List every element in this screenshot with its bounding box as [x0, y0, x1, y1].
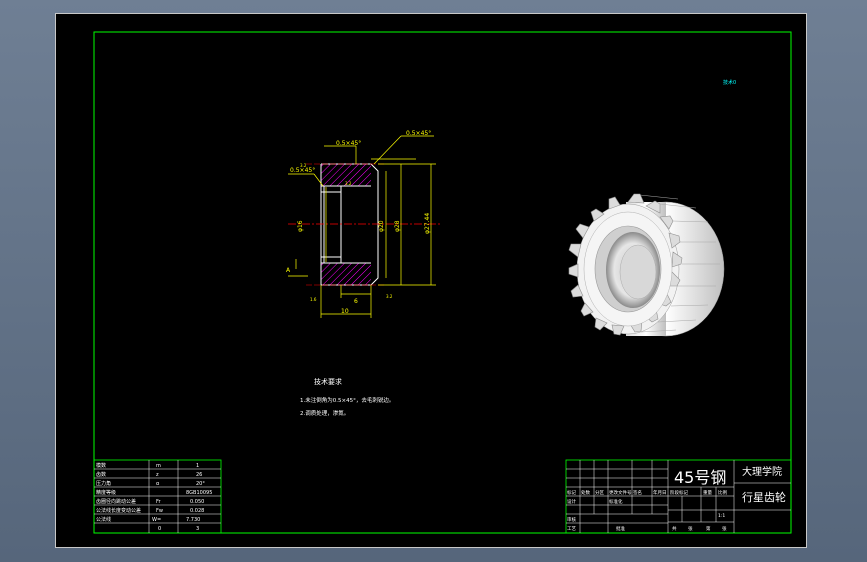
dim-chamfer-right: 0.5×45°: [406, 130, 431, 137]
rough-4: 3.2: [386, 294, 393, 299]
rough-3: 1.6: [310, 297, 317, 302]
param-r1-c1: z: [156, 472, 159, 478]
tb-sign: 签名: [633, 489, 642, 496]
param-r3-c2: 8GB10095: [186, 490, 212, 496]
dimension-lines: [288, 135, 436, 318]
hatch-lower: [321, 263, 371, 285]
tb-change: 更改文件号: [609, 489, 632, 496]
tb-sheets: 张: [688, 525, 693, 532]
dim-d3: φ28: [394, 220, 401, 232]
param-r0-c0: 模数: [96, 462, 106, 469]
school-name: 大理学院: [742, 465, 782, 478]
param-r4-c0: 齿圈径向跳动公差: [96, 498, 136, 505]
tb-mark: 标记: [567, 489, 576, 496]
tb-craft: 工艺: [567, 526, 576, 532]
drawing-border: [93, 31, 792, 534]
param-r7-c1: 0: [158, 526, 161, 532]
tb-scale: 比例: [718, 489, 727, 496]
dim-d4: φ27.44: [424, 213, 431, 234]
gear-3d-render: [568, 193, 725, 337]
tb-approve: 批准: [616, 525, 625, 532]
param-r0-c2: 1: [196, 463, 199, 469]
param-r7-c2: 3: [196, 526, 199, 532]
gear-param-table: 模数 m 1 齿数 z 26 压力角 α 20° 精度等级 8GB10095 齿…: [93, 459, 222, 534]
tb-zone: 分区: [595, 489, 604, 496]
tb-stage: 阶段标记: [670, 489, 688, 496]
param-r1-c0: 齿数: [96, 471, 106, 478]
tb-review: 审核: [567, 516, 576, 523]
param-r2-c2: 20°: [196, 481, 205, 487]
tech-req-title: 技术要求: [314, 377, 342, 386]
drawing-svg: 技术0: [93, 31, 792, 534]
param-r6-c1: W=: [152, 517, 161, 523]
dim-d1: φ16: [297, 220, 304, 232]
tb-std: 标准化: [609, 498, 623, 505]
corner-mark: 技术0: [723, 79, 736, 86]
part-name: 行星齿轮: [742, 490, 786, 504]
param-r3-c0: 精度等级: [96, 489, 116, 496]
param-r4-c2: 0.050: [190, 499, 204, 505]
section-view: 0.5×45° 0.5×45° 0.5×45° φ16 φ20 φ28 φ27.…: [286, 130, 441, 318]
tb-count: 处数: [581, 489, 590, 496]
dim-w2: 10: [341, 308, 349, 315]
param-r6-c0: 公法线: [96, 516, 111, 523]
dim-chamfer-top: 0.5×45°: [336, 140, 361, 147]
drawing-canvas: 技术0: [55, 13, 807, 548]
dim-w1: 6: [354, 298, 358, 305]
param-r2-c0: 压力角: [96, 480, 111, 487]
dim-chamfer-left: 0.5×45°: [290, 167, 315, 174]
param-r1-c2: 26: [196, 472, 202, 478]
tb-date: 年月日: [653, 489, 667, 496]
hatch-upper: [321, 164, 371, 186]
param-r5-c2: 0.028: [190, 508, 204, 514]
param-r5-c1: Fw: [156, 508, 163, 514]
tb-total: 共: [672, 525, 677, 532]
teeth-side-lines: [639, 194, 720, 333]
title-block: 45号钢 大理学院 行星齿轮 标记 处数 分区 更改文件号 签名 年月日 设计 …: [565, 459, 792, 534]
rough-2: 3.2: [345, 181, 352, 186]
rough-1: 3.2: [300, 163, 307, 168]
dim-d2: φ20: [378, 220, 385, 232]
tech-req-2: 2.调质处理，渗氮。: [300, 409, 349, 417]
param-r6-c2: 7.730: [186, 517, 200, 523]
datum-a: A: [286, 267, 291, 274]
tech-req-1: 1.未注倒角为0.5×45°，去毛刺锐边。: [300, 396, 394, 404]
param-r0-c1: m: [156, 463, 161, 469]
tb-page-unit: 张: [722, 525, 727, 532]
tb-weight: 重量: [703, 489, 712, 496]
tb-scale-value: 1:1: [718, 513, 725, 519]
tb-design: 设计: [567, 498, 576, 505]
tb-page: 第: [706, 525, 711, 532]
param-r4-c1: Fr: [156, 499, 162, 505]
param-r2-c1: α: [156, 481, 160, 487]
param-r5-c0: 公法线长度变动公差: [96, 507, 141, 514]
material-label: 45号钢: [674, 468, 726, 487]
